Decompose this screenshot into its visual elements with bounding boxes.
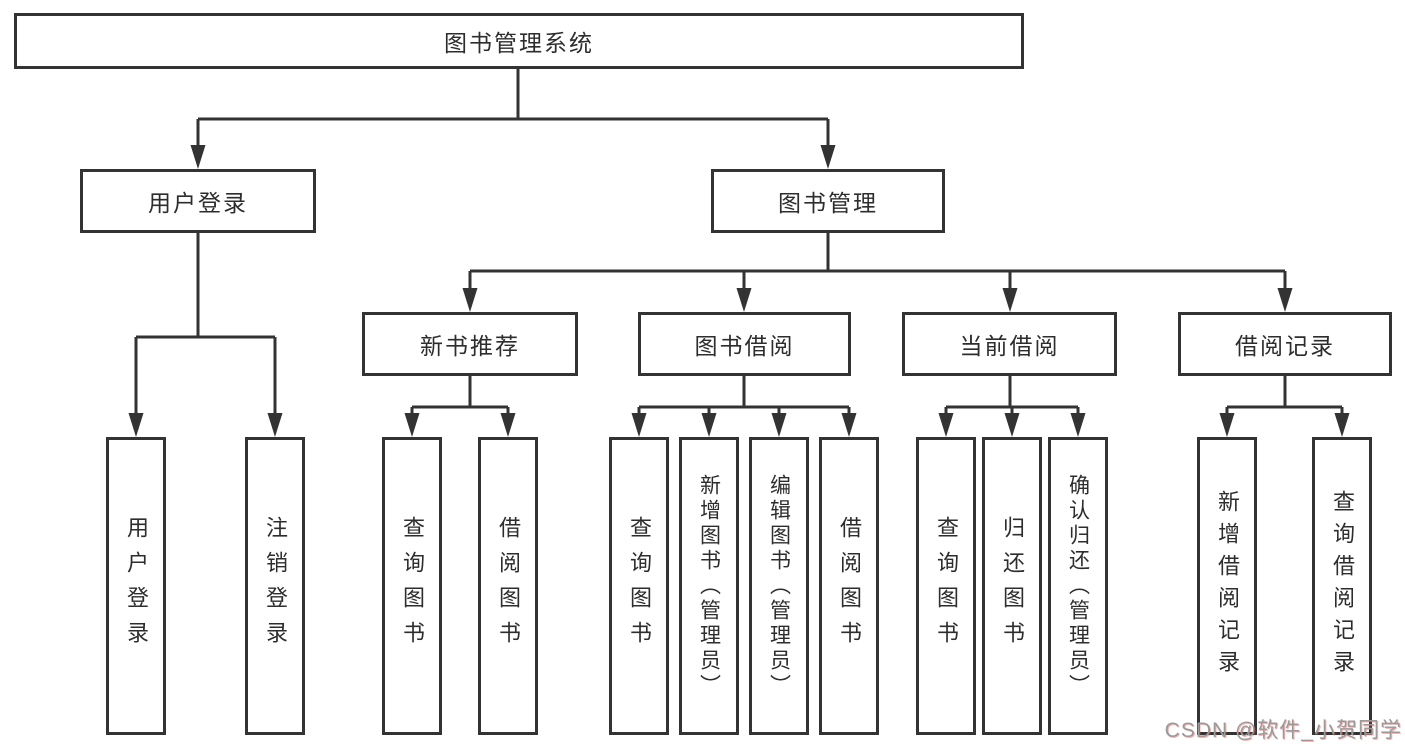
node-label: 新增借阅记录	[1215, 490, 1240, 682]
node-label: 图书管理系统	[444, 30, 594, 56]
leaf-borrow-books: 借阅图书	[819, 437, 879, 735]
node-root-system: 图书管理系统	[14, 13, 1024, 69]
node-label: 新书推荐	[420, 333, 520, 359]
node-label: 确认归还（管理员）	[1066, 473, 1090, 699]
node-borrow-records: 借阅记录	[1178, 312, 1392, 376]
node-label: 查询图书	[400, 516, 425, 656]
node-label: 借阅图书	[496, 516, 521, 656]
node-new-book-recommend: 新书推荐	[362, 312, 578, 376]
node-label: 新增图书（管理员）	[697, 473, 721, 699]
node-label: 图书借阅	[694, 333, 795, 359]
node-label: 图书管理	[778, 190, 878, 216]
leaf-query-books-current: 查询图书	[916, 437, 976, 735]
node-label: 当前借阅	[959, 333, 1060, 359]
node-current-borrow: 当前借阅	[902, 312, 1117, 376]
arrowheads	[128, 145, 1350, 437]
node-label: 查询借阅记录	[1330, 490, 1355, 682]
leaf-query-borrow-record: 查询借阅记录	[1312, 437, 1372, 735]
leaf-user-login: 用户登录	[106, 437, 166, 735]
leaf-confirm-return-admin: 确认归还（管理员）	[1048, 437, 1108, 735]
node-book-management: 图书管理	[711, 169, 945, 233]
node-label: 查询图书	[627, 516, 652, 656]
node-label: 编辑图书（管理员）	[767, 473, 791, 699]
node-label: 归还图书	[1000, 516, 1025, 656]
node-label: 借阅图书	[837, 516, 862, 656]
node-user-login: 用户登录	[80, 169, 316, 233]
node-label: 注销登录	[263, 516, 288, 656]
node-label: 用户登录	[148, 190, 248, 216]
leaf-logout: 注销登录	[245, 437, 305, 735]
node-label: 用户登录	[124, 516, 149, 656]
leaf-query-books-borrow: 查询图书	[609, 437, 669, 735]
leaf-return-book: 归还图书	[982, 437, 1042, 735]
node-label: 借阅记录	[1235, 333, 1335, 359]
node-book-borrow: 图书借阅	[638, 312, 851, 376]
leaf-add-book-admin: 新增图书（管理员）	[679, 437, 739, 735]
node-label: 查询图书	[934, 516, 959, 656]
leaf-borrow-books-recommend: 借阅图书	[478, 437, 538, 735]
leaf-query-books-recommend: 查询图书	[382, 437, 442, 735]
leaf-edit-book-admin: 编辑图书（管理员）	[749, 437, 809, 735]
csdn-watermark: CSDN @软件_小贺同学	[1164, 719, 1402, 742]
leaf-add-borrow-record: 新增借阅记录	[1197, 437, 1257, 735]
